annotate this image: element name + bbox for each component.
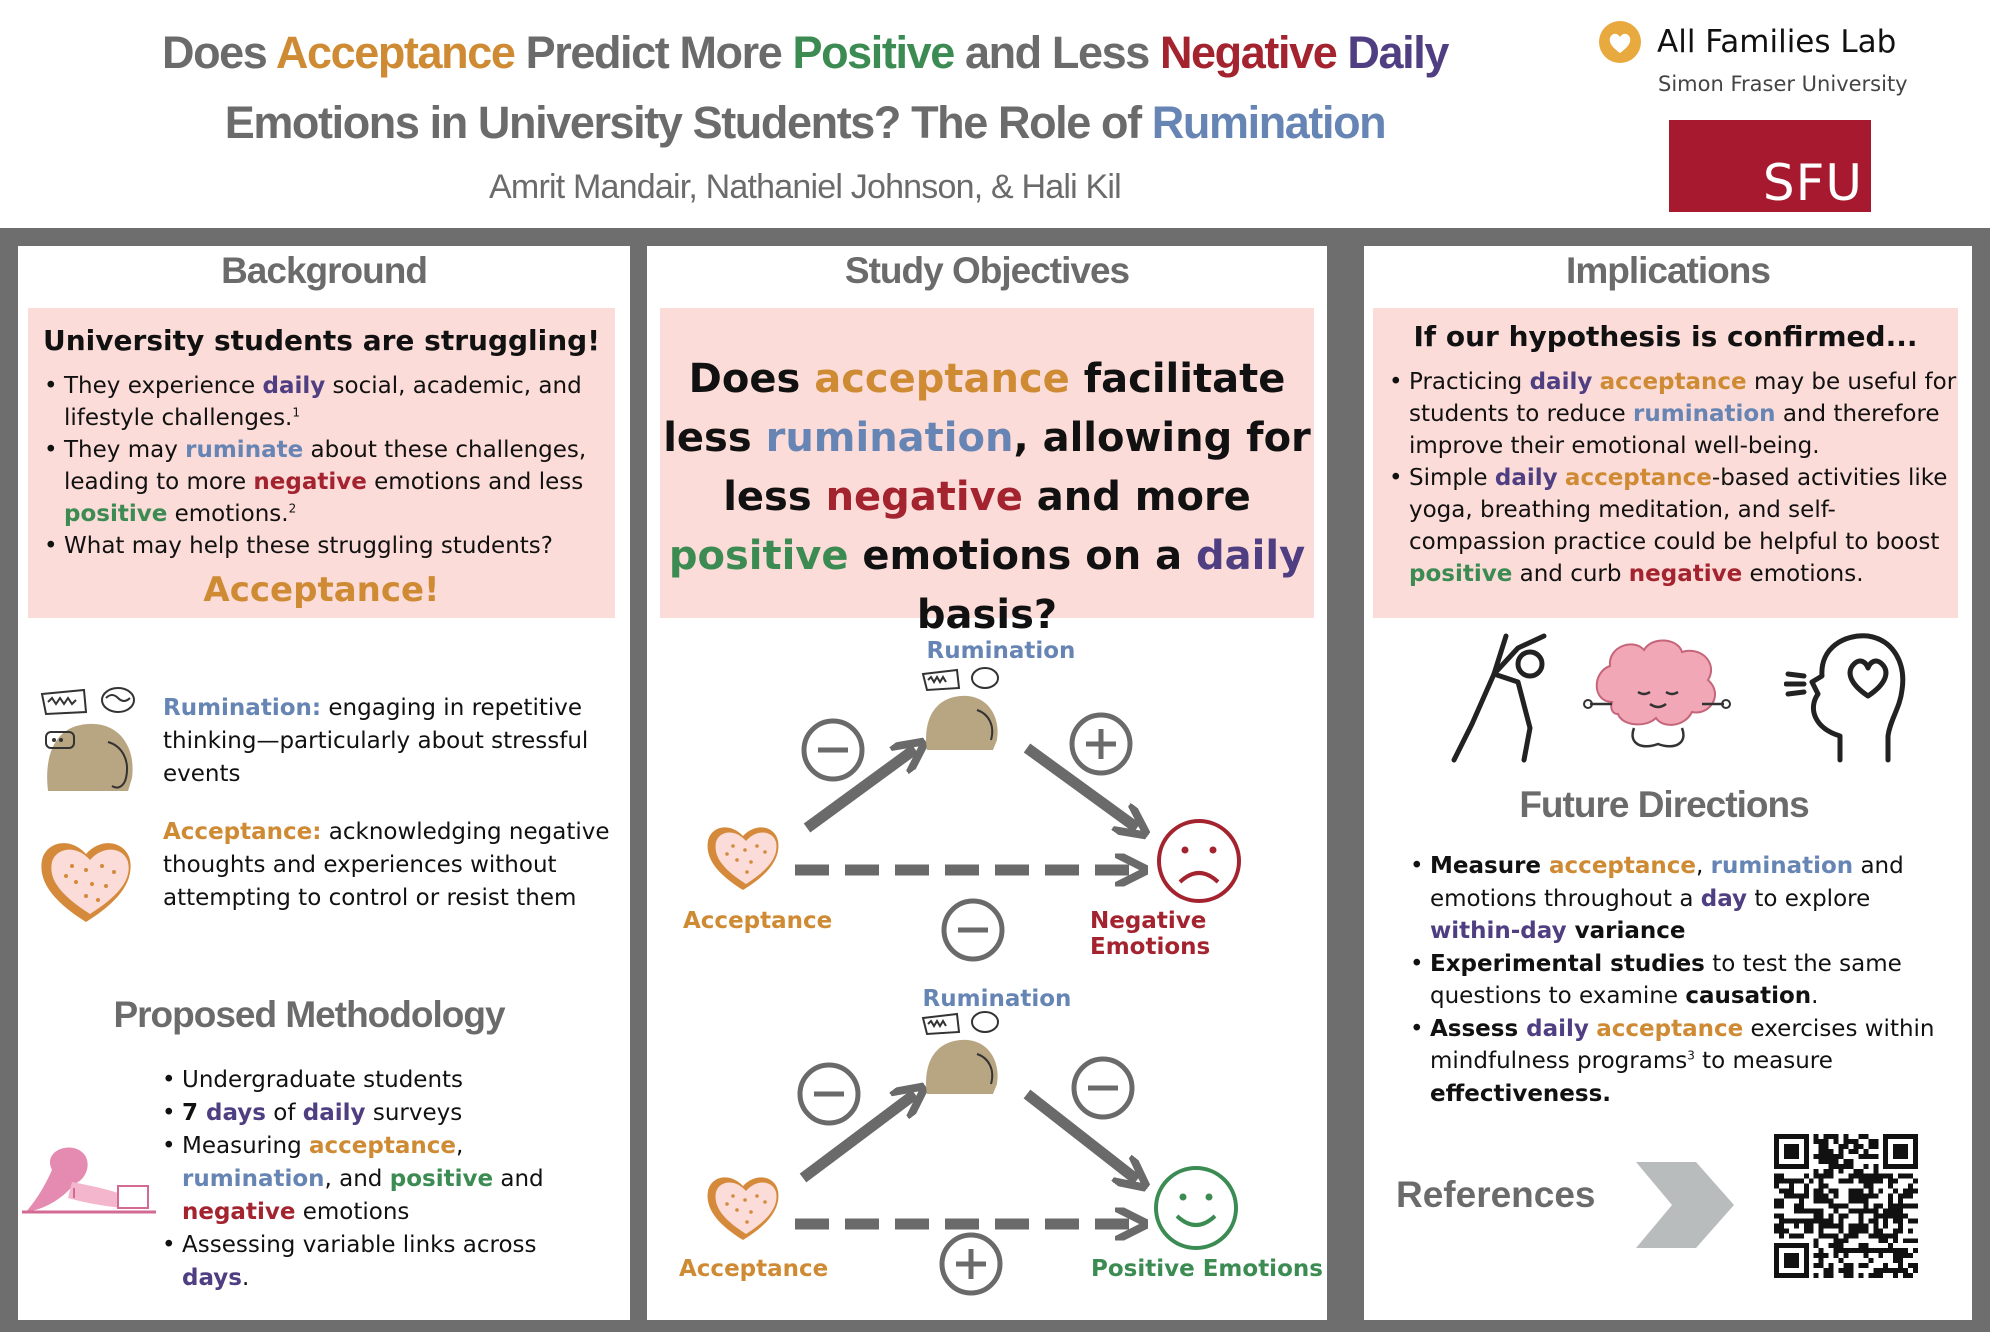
rumination-node-icon [921, 1011, 999, 1094]
panel-implications: Implications If our hypothesis is confir… [1364, 246, 1972, 1320]
bullet-item: Undergraduate students [160, 1064, 590, 1097]
implications-box: If our hypothesis is confirmed... Practi… [1373, 308, 1958, 618]
model2-outcome-label: Positive Emotions [1091, 1256, 1323, 1282]
model1-outcome-label: Negative Emotions [1090, 908, 1211, 960]
path-a-arrow [799, 1094, 915, 1183]
rumination-head-icon [36, 686, 146, 796]
background-box: University students are struggling! They… [28, 308, 615, 618]
bullet-item: Measuring acceptance, rumination, and po… [160, 1130, 590, 1229]
university-name: Simon Fraser University [1658, 72, 1908, 96]
model1-mediator-label: Rumination [926, 638, 1076, 664]
path-a-arrow [803, 749, 915, 833]
path-b-sign [1069, 712, 1133, 776]
yoga-icon [1448, 628, 1558, 768]
bullet-item: Simple daily acceptance-based activities… [1387, 462, 1957, 590]
qr-code-graphic [1774, 1134, 1918, 1278]
acceptance-node-heart-icon [707, 1177, 779, 1240]
bullet-item: They may ruminate about these challenges… [42, 434, 612, 530]
path-b-arrow [1023, 743, 1137, 828]
lab-logo-heart-icon [1598, 20, 1642, 64]
poster-title-line-1: Does Acceptance Predict More Positive an… [161, 27, 1449, 78]
background-heading: Background [221, 250, 428, 291]
path-a-sign [797, 1062, 861, 1126]
path-c-sign [939, 1232, 1003, 1296]
lab-name: All Families Lab [1657, 24, 1897, 60]
implications-bullets: Practicing daily acceptance may be usefu… [1387, 366, 1957, 590]
objectives-heading: Study Objectives [844, 250, 1130, 291]
bullet-item: Practicing daily acceptance may be usefu… [1387, 366, 1957, 462]
mediation-model-positive [707, 1011, 1238, 1296]
bullet-item: Experimental studies to test the same qu… [1408, 948, 1963, 1013]
references-qr-code[interactable] [1774, 1134, 1918, 1278]
bullet-item: Measure acceptance, rumination and emoti… [1408, 850, 1963, 948]
panel-study-objectives: Study Objectives Does acceptance facilit… [647, 246, 1327, 1320]
future-directions-bullets: Measure acceptance, rumination and emoti… [1408, 850, 1963, 1110]
bullet-item: Assess daily acceptance exercises within… [1408, 1013, 1963, 1111]
background-box-title: University students are struggling! [43, 324, 600, 357]
bullet-item: They experience daily social, academic, … [42, 370, 612, 434]
references-label: References [1396, 1174, 1596, 1215]
acceptance-heart-icon [36, 834, 136, 926]
rumination-node-icon [921, 667, 999, 750]
poster-authors: Amrit Mandair, Nathaniel Johnson, & Hali… [489, 168, 1122, 206]
poster-title-line-2: Emotions in University Students? The Rol… [224, 97, 1387, 148]
rumination-definition: Rumination: engaging in repetitive think… [163, 695, 589, 787]
path-b-arrow [1023, 1089, 1137, 1180]
acceptance-node-heart-icon [707, 827, 779, 890]
implications-heading: Implications [1566, 250, 1771, 291]
path-a-sign [801, 718, 865, 782]
path-b-sign [1071, 1056, 1135, 1120]
background-bullets: They experience daily social, academic, … [42, 370, 612, 562]
positive-emotion-smile-face-icon [1154, 1166, 1238, 1250]
meditating-brain-icon [1582, 632, 1732, 762]
objectives-question: Does acceptance facilitate less ruminati… [663, 356, 1311, 638]
background-answer: Acceptance! [203, 570, 440, 610]
implications-box-title: If our hypothesis is confirmed... [1413, 320, 1918, 353]
bullet-item: Assessing variable links across days. [160, 1229, 590, 1295]
model2-predictor-label: Acceptance [679, 1256, 829, 1282]
objectives-question-box: Does acceptance facilitate less ruminati… [660, 308, 1314, 638]
panel-background: Background University students are strug… [18, 246, 630, 1320]
sfu-logo-text: SFU [1762, 154, 1863, 212]
negative-emotion-sad-face-icon [1157, 819, 1241, 903]
bullet-item: What may help these struggling students? [42, 530, 612, 562]
bullet-item: 7 days of daily surveys [160, 1097, 590, 1130]
model1-predictor-label: Acceptance [683, 908, 833, 934]
references-chevron-icon [1630, 1158, 1740, 1252]
studying-student-icon [22, 1140, 156, 1226]
acceptance-definition: Acceptance: acknowledging negative thoug… [163, 819, 610, 911]
path-c-sign [941, 898, 1005, 962]
model2-mediator-label: Rumination [922, 986, 1072, 1012]
sfu-logo: SFU [1669, 120, 1871, 212]
future-directions-heading: Future Directions [1519, 784, 1809, 825]
methodology-bullets: Undergraduate students7 days of daily su… [160, 1064, 590, 1295]
mediation-model-negative [707, 667, 1241, 962]
methodology-heading: Proposed Methodology [113, 994, 505, 1035]
breathing-head-heart-icon [1783, 628, 1914, 768]
